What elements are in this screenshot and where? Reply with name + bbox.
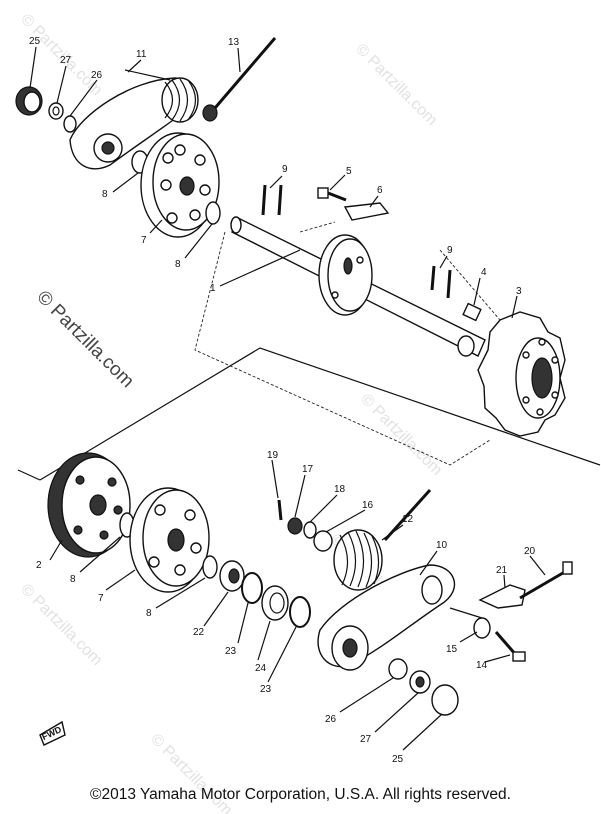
callout-25-top: 25 (29, 36, 41, 47)
part-27-nut-top (48, 102, 64, 120)
callout-8-lower-1: 8 (70, 574, 76, 585)
callout-19: 19 (267, 450, 279, 461)
part-7-wheel-top (140, 132, 220, 238)
callout-14: 14 (476, 660, 488, 671)
callout-8-top: 8 (102, 189, 108, 200)
part-5-bolt (317, 187, 347, 202)
callout-20: 20 (524, 546, 536, 557)
part-3-sprocket (477, 311, 566, 437)
callout-labels: 25 27 26 11 13 8 7 8 9 5 6 1 9 4 3 2 8 7… (29, 36, 536, 765)
callout-25-bottom: 25 (392, 754, 404, 765)
callout-12: 12 (402, 514, 414, 525)
part-14-bolt (494, 631, 526, 662)
part-17-washer (287, 517, 303, 535)
fwd-indicator: FWD (39, 720, 66, 746)
callout-10: 10 (436, 540, 448, 551)
callout-4: 4 (481, 267, 487, 278)
part-10-arm (317, 564, 456, 671)
callout-9-top: 9 (282, 164, 288, 175)
callout-22: 22 (193, 627, 205, 638)
callout-16: 16 (362, 500, 374, 511)
part-8-bushing-lower-2 (202, 555, 218, 579)
leader-lines (29, 46, 546, 751)
callout-6: 6 (377, 185, 383, 196)
part-15-collar (449, 607, 491, 639)
callout-24: 24 (255, 663, 267, 674)
part-2-hub (47, 452, 131, 558)
part-13-rod (213, 37, 277, 109)
callout-26-bottom: 26 (325, 714, 337, 725)
lower-assembly: FWD (39, 452, 573, 746)
part-25-cap-bottom (431, 684, 459, 716)
callout-3: 3 (516, 286, 522, 297)
part-6-clamp (343, 202, 390, 221)
callout-18: 18 (334, 484, 346, 495)
part-21-bracket (478, 584, 526, 609)
callout-2: 2 (36, 560, 42, 571)
callout-8-lower-2: 8 (146, 608, 152, 619)
part-9-pins-mid (430, 265, 452, 299)
callout-11: 11 (136, 49, 147, 60)
part-26-washer-bottom (388, 658, 408, 680)
callout-13: 13 (228, 37, 240, 48)
part-18-washer (303, 521, 317, 539)
watermark-side: © Partzilla.com (32, 287, 137, 392)
spring-coil-top (124, 69, 218, 123)
callout-7-top: 7 (141, 235, 147, 246)
part-20-bolt (519, 561, 573, 600)
part-4-key (462, 302, 482, 322)
part-22-bearing (219, 560, 245, 592)
watermark-faint-2: © Partzilla.com (357, 391, 445, 479)
part-26-washer-top (63, 115, 77, 133)
watermark-faint-4: © Partzilla.com (17, 581, 105, 669)
part-19-pin (277, 499, 283, 521)
part-9-pins-top (261, 184, 283, 216)
part-25-cap-top (15, 86, 43, 116)
axle-hub-disc (318, 234, 373, 316)
part-7-wheel-lower (129, 487, 210, 593)
callout-21: 21 (496, 565, 508, 576)
callout-26-top: 26 (91, 70, 103, 81)
part-23-circlip-1 (241, 572, 263, 604)
callout-23-a: 23 (225, 646, 237, 657)
callout-23-b: 23 (260, 684, 272, 695)
part-24-bearing (261, 585, 289, 621)
part-12-spring (333, 488, 432, 591)
part-23-circlip-2 (289, 596, 311, 628)
callout-7-lower: 7 (98, 593, 104, 604)
upper-assembly (15, 37, 566, 466)
callout-15: 15 (446, 644, 458, 655)
callout-1: 1 (210, 283, 216, 294)
part-16-spacer (313, 530, 333, 552)
part-27-nut-bottom (409, 670, 431, 694)
callout-27-bottom: 27 (360, 734, 372, 745)
callout-17: 17 (302, 464, 314, 475)
copyright-notice: ©2013 Yamaha Motor Corporation, U.S.A. A… (90, 786, 511, 803)
callout-27-top: 27 (60, 55, 72, 66)
watermark-faint-1: © Partzilla.com (352, 41, 440, 129)
callout-9-mid: 9 (447, 245, 453, 256)
part-8-bushing-mid (205, 201, 221, 225)
callout-5: 5 (346, 166, 352, 177)
callout-8-mid: 8 (175, 259, 181, 270)
